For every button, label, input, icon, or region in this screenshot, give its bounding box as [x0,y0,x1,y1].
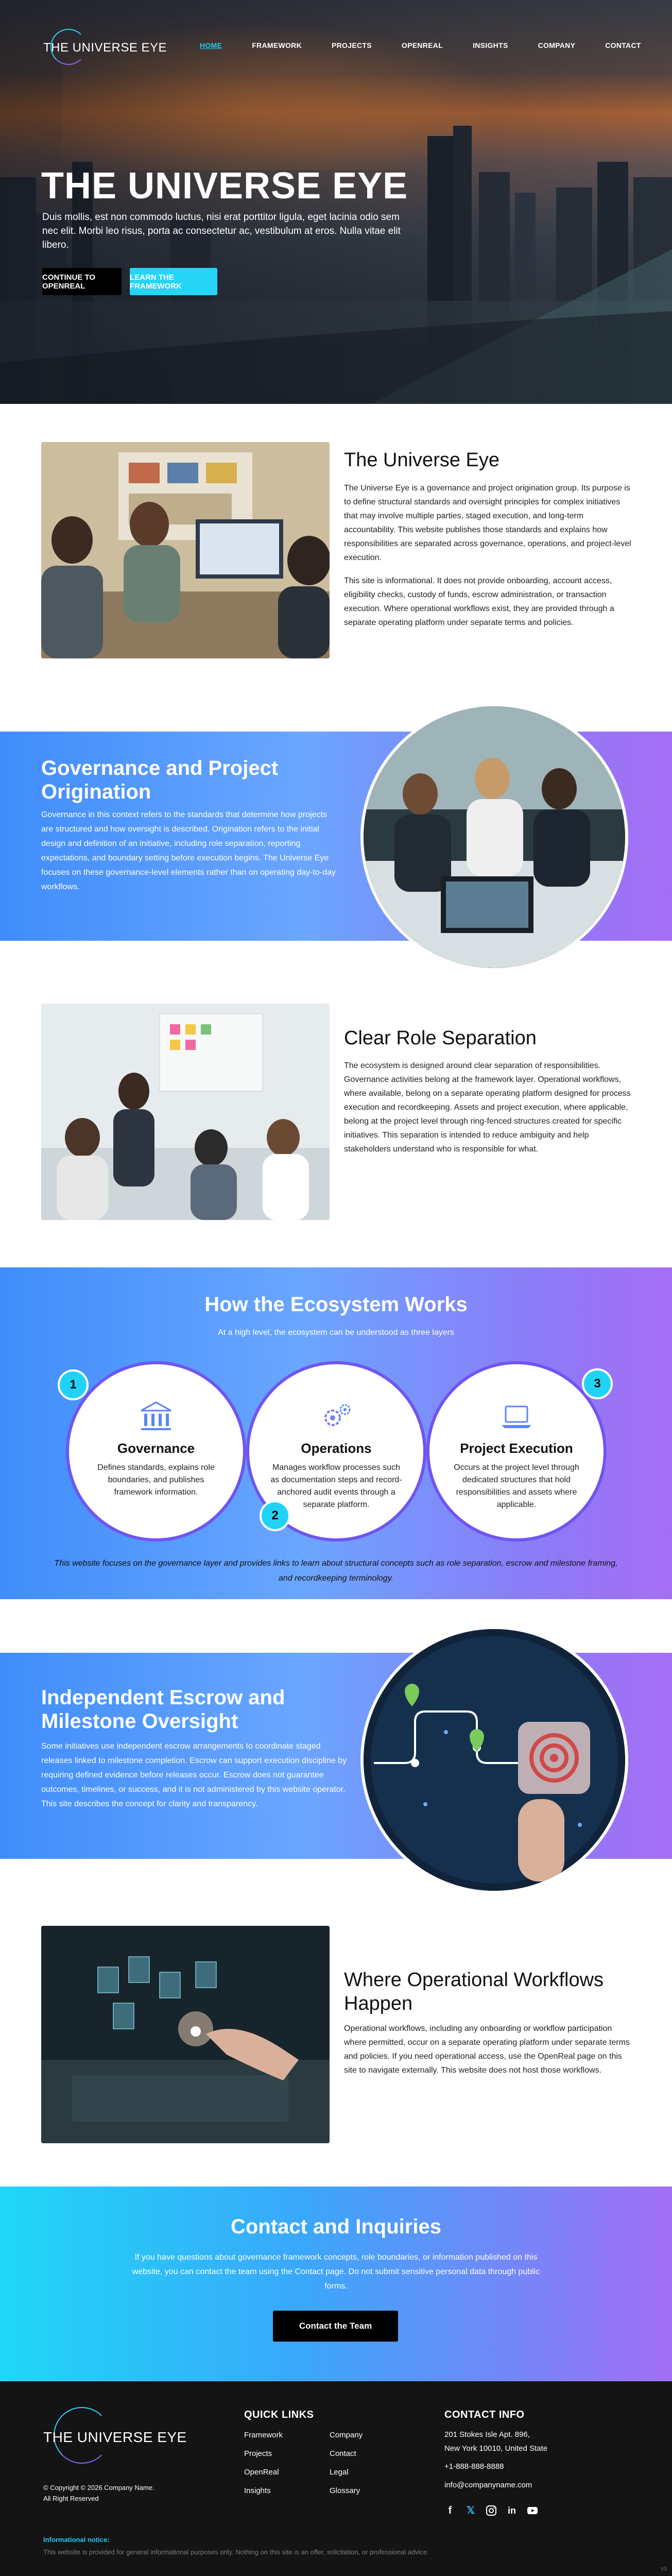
ecosystem-title: How the Ecosystem Works [204,1293,468,1316]
team-discussion-photo [360,703,628,971]
phone-number[interactable]: +1-888-888-8888 [444,2462,504,2471]
footer-link-framework[interactable]: Framework [244,2431,283,2439]
footer-logo-ring-icon [54,2407,110,2464]
project-execution-card-body: Occurs at the project level through dedi… [454,1463,579,1509]
x-icon[interactable]: 𝕏 [466,2505,475,2516]
brand-name: THE UNIVERSE EYE [43,41,167,55]
governance-layer-card: Governance Defines standards, explains r… [66,1361,246,1541]
contact-title: Contact and Inquiries [231,2215,441,2238]
informational-notice-title: Informational notice: [43,2536,110,2544]
about-paragraph-2: This site is informational. It does not … [344,577,614,627]
presentation-photo-illustration [41,1004,330,1220]
main-menu: HOME FRAMEWORK PROJECTS OPENREAL INSIGHT… [200,41,641,49]
email-address[interactable]: info@companyname.com [444,2481,532,2489]
nav-framework[interactable]: FRAMEWORK [252,41,302,49]
workflows-title: Where Operational Workflows Happen [344,1969,604,2014]
ecosystem-note: This website focuses on the governance l… [54,1559,618,1583]
footer-brand-name: THE UNIVERSE EYE [43,2429,187,2445]
learn-framework-button[interactable]: LEARN THE FRAMEWORK [130,268,217,295]
about-title: The Universe Eye [344,449,500,471]
gears-icon [324,1404,351,1426]
footer [0,2381,672,2576]
address-line-1: 201 Stokes Isle Apt. 896, [444,2430,530,2439]
copyright-line-2: All Right Reserved [43,2495,99,2502]
project-execution-card-title: Project Execution [460,1440,573,1456]
logo-ring-icon [50,29,87,65]
nav-projects[interactable]: PROJECTS [332,41,372,49]
roles-title: Clear Role Separation [344,1027,537,1049]
footer-link-glossary[interactable]: Glossary [330,2486,360,2495]
governance-body: Governance in this context refers to the… [41,810,336,891]
youtube-icon[interactable] [527,2505,538,2516]
step-3-badge: 3 [582,1368,613,1399]
nav-home[interactable]: HOME [200,41,222,49]
project-execution-layer-card: Project Execution Occurs at the project … [426,1361,607,1541]
nav-insights[interactable]: INSIGHTS [473,41,508,49]
meeting-photo [41,442,330,658]
footer-link-company[interactable]: Company [330,2431,363,2439]
footer-link-projects[interactable]: Projects [244,2449,272,2458]
workflow-hand-photo [41,1926,330,2143]
roles-body: The ecosystem is designed around clear s… [344,1061,631,1154]
instagram-icon[interactable] [486,2505,497,2516]
escrow-body: Some initiatives use independent escrow … [41,1742,347,1808]
footer-link-legal[interactable]: Legal [330,2468,349,2477]
quick-links-heading: QUICK LINKS [244,2409,314,2420]
hero-title: THE UNIVERSE EYE [41,165,408,207]
operations-layer-card: Operations Manages workflow processes su… [246,1361,426,1541]
informational-notice-body: This website is provided for general inf… [43,2548,429,2556]
milestone-illustration [364,1629,625,1891]
milestone-target-photo [360,1626,628,1894]
workflows-body: Operational workflows, including any onb… [344,2024,630,2075]
contact-info-heading: CONTACT INFO [444,2409,525,2420]
contact-body: If you have questions about governance f… [132,2253,540,2291]
operations-card-title: Operations [301,1440,372,1456]
copyright-line-1: © Copyright © 2026 Company Name. [43,2484,154,2492]
presentation-room-photo [41,1004,330,1220]
nav-contact[interactable]: CONTACT [605,41,641,49]
footer-link-openreal[interactable]: OpenReal [244,2468,279,2477]
footer-link-contact[interactable]: Contact [330,2449,356,2458]
continue-to-openreal-button[interactable]: CONTINUE TO OPENREAL [42,268,122,295]
nav-openreal[interactable]: OPENREAL [401,41,443,49]
linkedin-icon[interactable]: in [508,2505,516,2516]
laptop-icon [502,1405,531,1428]
navbar: THE UNIVERSE EYE HOME FRAMEWORK PROJECTS… [0,0,672,88]
social-links: f 𝕏 in [444,2505,538,2516]
hero-section: THE UNIVERSE EYE HOME FRAMEWORK PROJECTS… [0,0,672,404]
governance-card-body: Defines standards, explains role boundar… [97,1463,215,1497]
workflow-photo-illustration [41,1926,330,2143]
facebook-icon[interactable]: f [448,2505,452,2516]
operations-card-body: Manages workflow processes such as docum… [270,1463,402,1509]
meeting-photo-illustration [41,442,330,658]
escrow-title: Independent Escrow and Milestone Oversig… [41,1686,285,1733]
brand-logo[interactable]: THE UNIVERSE EYE [43,29,167,65]
ecosystem-subtitle: At a high level, the ecosystem can be un… [218,1328,454,1337]
hero-subtitle: Duis mollis, est non commodo luctus, nis… [42,212,401,250]
step-2-badge: 2 [260,1500,290,1531]
about-paragraph-1: The Universe Eye is a governance and pro… [344,484,631,562]
footer-brand-logo[interactable]: THE UNIVERSE EYE [43,2407,187,2464]
footer-link-insights[interactable]: Insights [244,2486,271,2495]
step-1-badge: 1 [58,1369,89,1400]
institution-icon [141,1401,171,1430]
contact-band [0,2187,672,2381]
governance-card-title: Governance [117,1440,195,1456]
address-line-2: New York 10010, United State [444,2444,548,2453]
hero-overlay [0,0,672,404]
version-label: v3 [661,2566,667,2572]
copyright: © Copyright © 2026 Company Name. All Rig… [43,2482,154,2504]
governance-title: Governance and Project Origination [41,757,279,803]
contact-the-team-button[interactable]: Contact the Team [273,2311,398,2342]
team-photo-illustration [364,706,625,968]
nav-company[interactable]: COMPANY [538,41,576,49]
